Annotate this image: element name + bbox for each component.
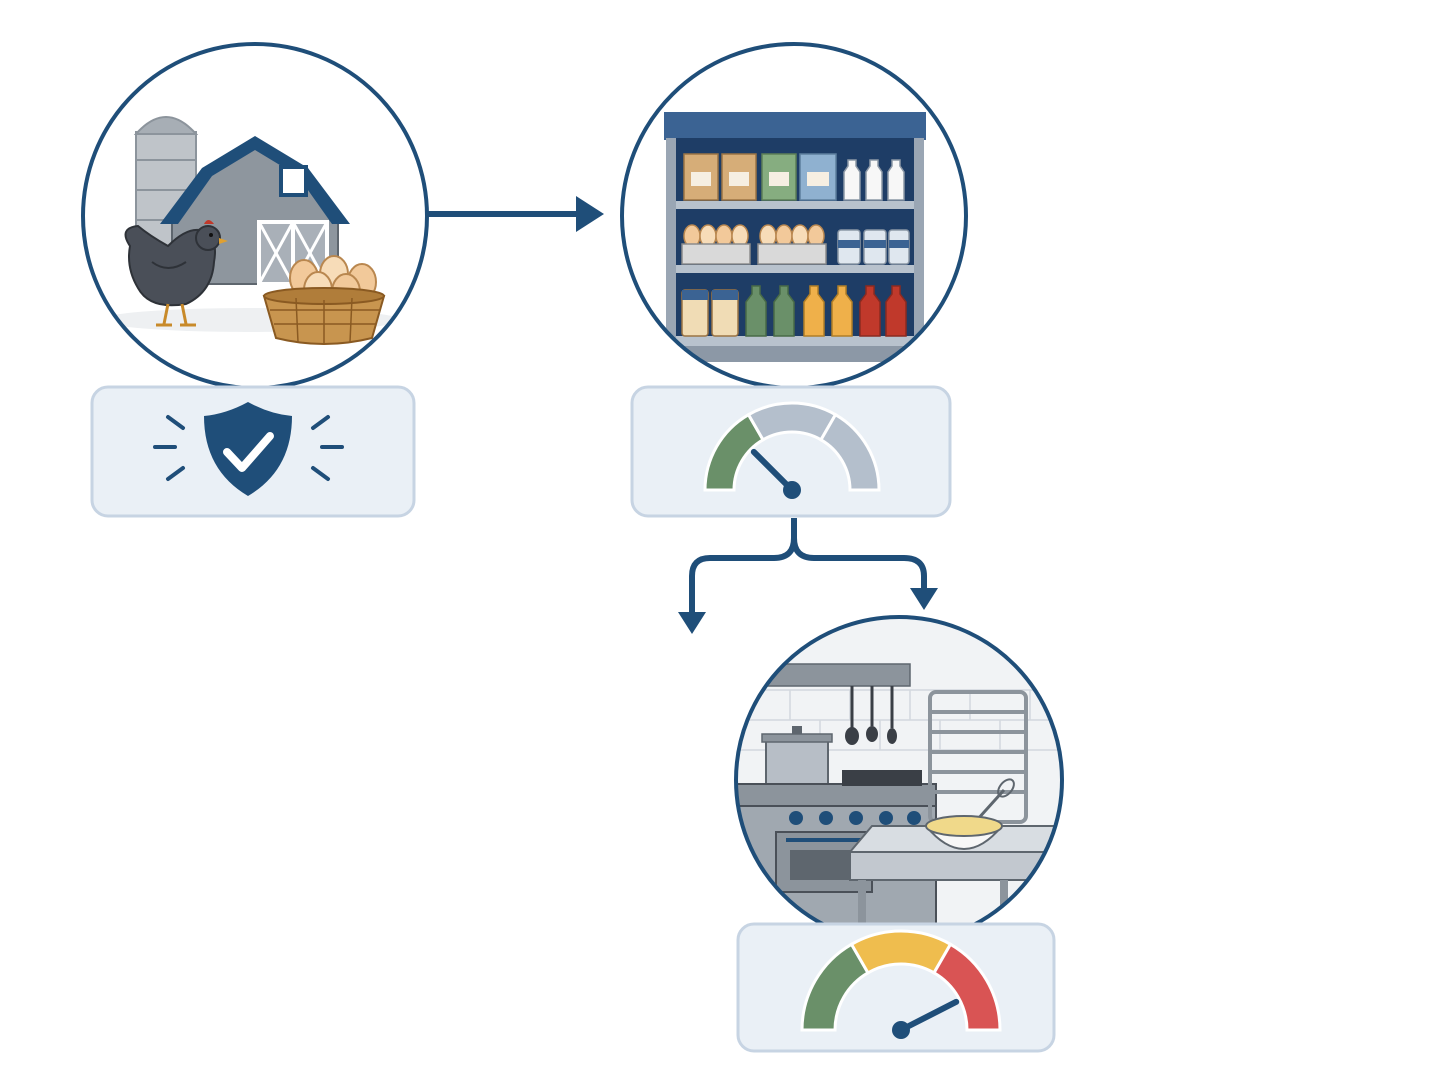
jars — [681, 289, 739, 337]
branch-arrow-head-right — [910, 588, 938, 610]
egg-basket-icon — [262, 255, 386, 345]
farm-scene — [100, 116, 400, 345]
branch-arrow-icon — [689, 518, 927, 612]
chicken-icon — [124, 220, 228, 327]
store-gauge-icon — [703, 401, 881, 499]
stock-pot-icon — [761, 726, 833, 785]
gauge-zone-grey — [818, 412, 881, 492]
arrow-right-icon — [428, 196, 604, 232]
prep-table-icon — [847, 825, 1062, 943]
milk-bottles — [843, 159, 905, 201]
shield-check-icon — [153, 402, 344, 496]
gauge-zone-red — [931, 942, 1002, 1032]
kitchen-stage — [734, 615, 1064, 1053]
mixing-bowl-icon — [923, 778, 1015, 850]
hanging-utensils — [850, 686, 894, 728]
egg-cartons — [681, 224, 827, 265]
gauge-needle — [898, 998, 960, 1033]
farm-stage — [81, 42, 429, 518]
dairy-jugs — [837, 229, 910, 265]
bottles — [745, 285, 907, 337]
kitchen-gauge-icon — [800, 929, 1002, 1039]
branch-arrow-head-left — [678, 612, 706, 634]
kitchen-scene — [736, 617, 1062, 943]
gauge-hub — [783, 481, 801, 499]
store-scene — [664, 112, 926, 362]
store-stage — [620, 42, 968, 518]
cereal-boxes — [683, 153, 837, 201]
gauge-hub — [892, 1021, 910, 1039]
